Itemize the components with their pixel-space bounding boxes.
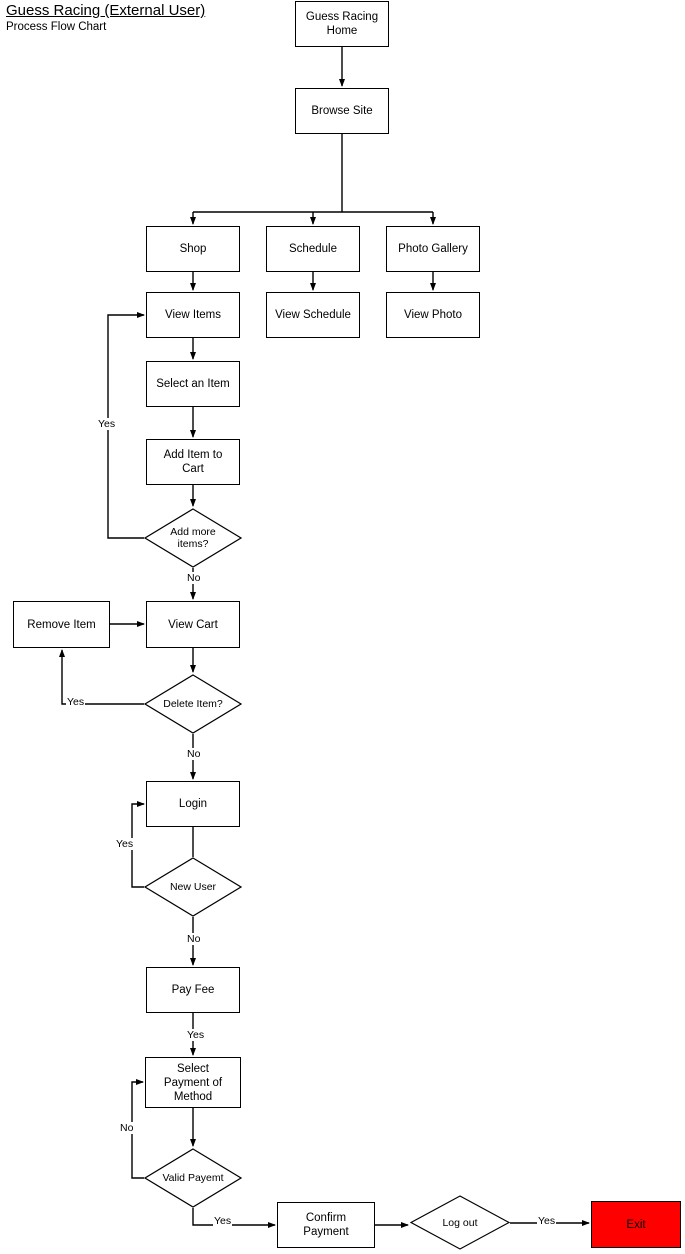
edge-label-yes-pay-fee: Yes xyxy=(186,1029,206,1041)
edge-label-text: No xyxy=(187,748,201,760)
node-photo-gallery[interactable]: Photo Gallery xyxy=(386,226,480,272)
diamond-shape xyxy=(144,674,242,734)
node-schedule[interactable]: Schedule xyxy=(266,226,360,272)
node-add-item-to-cart[interactable]: Add Item to Cart xyxy=(146,439,240,485)
edge-label-text: Yes xyxy=(67,696,85,708)
diamond-shape xyxy=(410,1195,510,1250)
node-login[interactable]: Login xyxy=(146,781,240,827)
node-view-cart[interactable]: View Cart xyxy=(146,601,240,648)
node-label: New User xyxy=(169,881,217,893)
node-label: Add Item to Cart xyxy=(163,449,223,475)
edge-label-text: No xyxy=(120,1122,134,1134)
diamond-shape xyxy=(144,508,242,568)
node-label: View Cart xyxy=(168,618,218,631)
node-view-photo[interactable]: View Photo xyxy=(386,292,480,338)
edge-label-yes-add-more-items: Yes xyxy=(97,418,117,430)
node-valid-payment[interactable]: Valid Payemt xyxy=(144,1148,242,1208)
node-label: View Photo xyxy=(404,309,462,321)
node-view-items[interactable]: View Items xyxy=(146,292,240,338)
diamond-shape xyxy=(144,857,242,917)
page-title: Guess Racing (External User) xyxy=(6,2,206,19)
edge-label-no-delete-item: No xyxy=(186,748,202,760)
edge-label-no-new-user: No xyxy=(186,933,202,945)
edge-label-yes-delete-item: Yes xyxy=(66,696,86,708)
edge-label-text: Yes xyxy=(214,1215,232,1227)
node-label: Browse Site xyxy=(311,105,373,117)
node-label: Confirm Payment xyxy=(303,1212,349,1238)
node-label: Select an Item xyxy=(156,378,230,390)
node-view-schedule[interactable]: View Schedule xyxy=(266,292,360,338)
diamond-shape xyxy=(144,1148,242,1208)
node-label: Delete Item? xyxy=(163,698,223,710)
node-label: Select Payment of Method xyxy=(163,1062,223,1103)
node-new-user[interactable]: New User xyxy=(144,857,242,917)
node-guess-racing-home[interactable]: Guess Racing Home xyxy=(295,1,389,47)
node-exit[interactable]: Exit xyxy=(591,1201,681,1248)
node-label: Valid Payemt xyxy=(162,1172,224,1184)
node-label: Guess Racing Home xyxy=(305,11,379,37)
edge-label-yes-new-user: Yes xyxy=(115,838,135,850)
edge-label-text: Yes xyxy=(538,1215,556,1227)
edge-label-text: Yes xyxy=(187,1029,205,1041)
node-label: Add more items? xyxy=(170,526,216,550)
node-label: View Items xyxy=(164,309,222,321)
node-remove-item[interactable]: Remove Item xyxy=(13,601,110,648)
edge-label-text: Yes xyxy=(98,418,116,430)
edge-label-text: No xyxy=(187,572,201,584)
edge-label-yes-log-out: Yes xyxy=(537,1215,557,1227)
edge-label-text: Yes xyxy=(116,838,134,850)
edge-label-no-valid-payment: No xyxy=(119,1122,135,1134)
node-select-payment-of-method[interactable]: Select Payment of Method xyxy=(145,1057,241,1108)
node-add-more-items[interactable]: Add more items? xyxy=(144,508,242,568)
page-subtitle: Process Flow Chart xyxy=(6,21,107,33)
node-delete-item[interactable]: Delete Item? xyxy=(144,674,242,734)
edge-label-no-add-more-items: No xyxy=(186,572,202,584)
node-log-out[interactable]: Log out xyxy=(410,1195,510,1250)
edge-label-text: No xyxy=(187,933,201,945)
node-label: Photo Gallery xyxy=(398,243,468,255)
node-shop[interactable]: Shop xyxy=(146,226,240,272)
node-confirm-payment[interactable]: Confirm Payment xyxy=(277,1202,375,1248)
node-label: Log out xyxy=(442,1216,478,1229)
node-pay-fee[interactable]: Pay Fee xyxy=(146,967,240,1013)
node-label: View Schedule xyxy=(275,309,351,321)
node-label: Exit xyxy=(626,1218,646,1231)
title-block: Guess Racing (External User) Process Flo… xyxy=(6,2,205,34)
node-browse-site[interactable]: Browse Site xyxy=(295,88,389,134)
node-label: Login xyxy=(178,798,208,810)
node-label: Shop xyxy=(179,243,207,255)
node-label: Remove Item xyxy=(27,618,96,631)
node-label: Schedule xyxy=(289,243,337,255)
node-select-an-item[interactable]: Select an Item xyxy=(146,361,240,407)
node-label: Pay Fee xyxy=(171,984,215,996)
edge-label-yes-valid-payment: Yes xyxy=(213,1215,233,1227)
